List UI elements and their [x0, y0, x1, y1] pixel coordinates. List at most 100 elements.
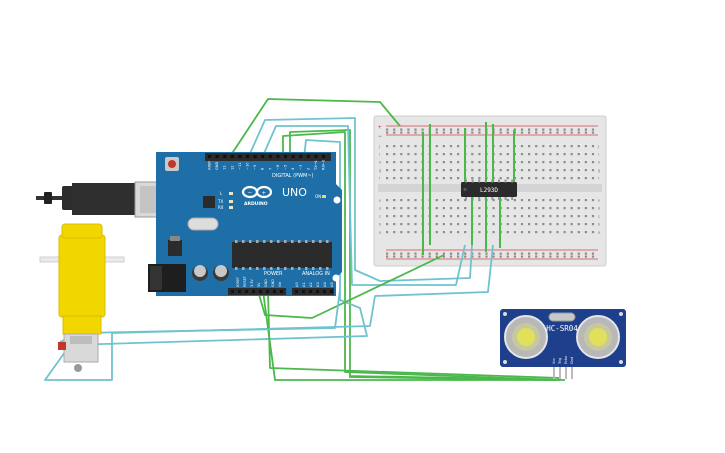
svg-text:−: −	[248, 190, 253, 196]
header-pin	[306, 155, 310, 158]
digital-pin-label: GND	[215, 162, 219, 170]
row-letter: b	[598, 222, 601, 227]
header-pin	[299, 155, 303, 158]
wire-green	[257, 254, 445, 319]
wire-green	[282, 131, 561, 381]
wire-green	[228, 98, 401, 159]
header-pin	[238, 155, 242, 158]
row-letter: d	[598, 206, 600, 211]
digital-pin-label: AREF	[208, 161, 212, 170]
row-letter: j	[378, 144, 380, 149]
row-letter: i	[379, 152, 380, 157]
usb-cable-icon	[36, 181, 172, 218]
analog-pin-label: A4	[323, 282, 327, 287]
sensor-pin-label: Gnd	[570, 357, 574, 364]
infinity-logo-icon: − +	[241, 185, 273, 199]
wires	[44, 98, 566, 381]
header-pin	[246, 155, 249, 158]
rail-plus-label: +	[378, 125, 382, 131]
dc-jack-icon	[148, 264, 186, 292]
tx-led-label: TX	[217, 199, 223, 204]
header-pin	[230, 155, 234, 158]
rail-minus-label: −	[378, 134, 382, 140]
sensor-pin-label: Trig	[558, 358, 562, 365]
header-pin	[215, 155, 219, 158]
wire-cyan	[44, 139, 494, 381]
sensor-label: HC-SR04	[546, 324, 578, 333]
row-letter: g	[379, 168, 381, 173]
analog-pin-label: A2	[309, 282, 313, 287]
l293d-chip: L293D	[461, 179, 517, 200]
power-pin-label: IOREF	[236, 277, 240, 287]
power-pin-label: Vin	[278, 282, 282, 287]
wire-green	[348, 376, 557, 381]
digital-pin-label: 12	[230, 165, 234, 170]
analog-header	[292, 288, 334, 295]
digital-pin-label: ~5	[284, 165, 288, 170]
sensor-pin	[565, 367, 567, 379]
row-letter: e	[598, 198, 601, 203]
digital-pin-label: ~3	[299, 165, 303, 170]
header-pin	[208, 155, 211, 158]
rx-led-label: RX	[218, 205, 224, 210]
chip-label: L293D	[480, 187, 498, 194]
analog-header-label: ANALOG IN	[302, 271, 330, 277]
row-letter: e	[379, 198, 382, 203]
wire-green	[267, 290, 561, 379]
row-letter: c	[379, 214, 381, 219]
sensor-pin	[553, 367, 555, 379]
power-pin-label: RESET	[243, 275, 247, 287]
header-pin	[261, 155, 265, 158]
digital-header	[205, 153, 331, 161]
power-pin-label: 3.3V	[250, 279, 254, 287]
row-letter: f	[598, 176, 600, 181]
atmega-chip	[232, 242, 332, 268]
model-label: UNO	[282, 186, 307, 199]
header-pin	[276, 155, 280, 158]
row-letter: b	[379, 222, 382, 227]
digital-pin-label: ~11	[238, 162, 242, 170]
sensor-pin	[571, 367, 573, 379]
sensor-pin	[559, 367, 561, 379]
on-led-label: ON	[315, 194, 321, 199]
power-pin-label: GND	[264, 279, 268, 287]
wire-cyan	[247, 117, 473, 282]
digital-pin-label: RX←0	[322, 159, 326, 170]
digital-pin-label: 7	[268, 168, 272, 170]
header-pin	[291, 155, 295, 158]
power-header	[228, 288, 286, 295]
header-pin	[253, 155, 257, 158]
digital-pin-label: 2	[306, 168, 310, 170]
row-letter: j	[597, 144, 599, 149]
row-letter: c	[598, 214, 600, 219]
row-letter: a	[379, 230, 382, 235]
breadboard-jumpers	[422, 122, 515, 255]
digital-header-label: DIGITAL (PWM~)	[272, 173, 314, 179]
sensor-pin-label: Echo	[564, 356, 568, 364]
dc-motor	[39, 223, 125, 372]
wire-cyan	[261, 125, 466, 286]
digital-pin-label: ~9	[253, 164, 257, 170]
svg-text:+: +	[262, 191, 267, 197]
analog-pin-label: A5	[330, 282, 334, 287]
row-letter: h	[379, 160, 381, 165]
digital-pin-label: ~6	[276, 164, 280, 170]
row-letter: g	[598, 168, 600, 173]
power-pin-label: 5V	[257, 282, 261, 287]
row-letter: d	[379, 206, 381, 211]
analog-pin-label: A3	[316, 282, 320, 287]
header-pin	[322, 155, 325, 158]
digital-pin-label: ~10	[246, 162, 250, 170]
header-pin	[314, 155, 318, 158]
digital-pin-label: 8	[261, 167, 265, 170]
digital-pin-label: 13	[223, 165, 227, 170]
header-pin	[223, 155, 227, 158]
l-led-label: L	[220, 191, 223, 196]
wire-green	[262, 290, 555, 381]
power-pin-label: GND	[271, 279, 275, 287]
analog-pin-label: A1	[302, 282, 306, 287]
